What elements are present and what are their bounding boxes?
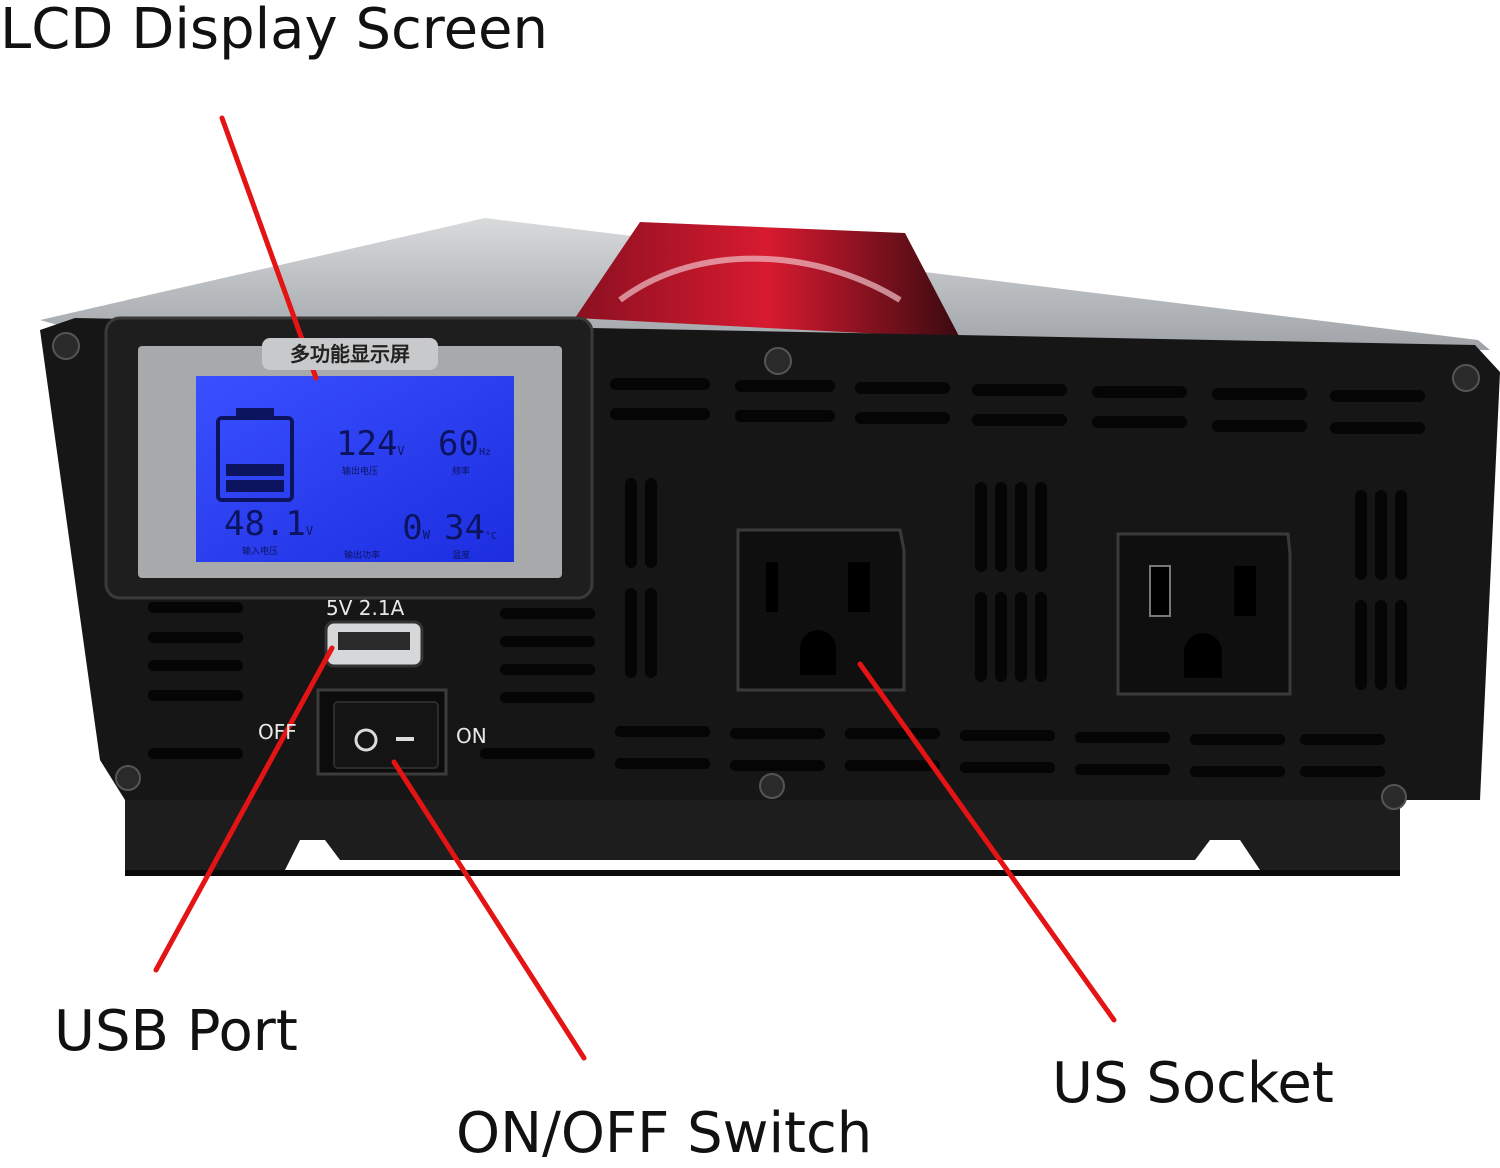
battery-icon (216, 408, 294, 502)
vent-slots (148, 378, 1425, 777)
lcd-output-voltage-caption: 输出电压 (342, 467, 379, 477)
lcd-temperature: 34 (444, 508, 485, 548)
us-socket-left[interactable] (736, 528, 906, 692)
switch-off-label: OFF (258, 720, 297, 744)
mounting-bracket (125, 800, 1400, 870)
lcd-power-unit: W (422, 528, 430, 542)
switch-on-label: ON (456, 724, 487, 748)
callout-us-socket: US Socket (1052, 1051, 1334, 1116)
lcd-power: 0 (402, 508, 423, 548)
callout-lines (153, 115, 1117, 1061)
lcd-temperature-caption: 温度 (452, 551, 471, 561)
on-bar-icon (396, 737, 414, 741)
lcd-frequency: 60 (438, 424, 479, 464)
screw-icon (52, 332, 1480, 810)
lcd-power-caption: 输出功率 (344, 551, 381, 561)
lcd-header-label: 多功能显示屏 (262, 338, 438, 370)
lcd-output-voltage-unit: V (397, 444, 405, 458)
callout-on-off-switch: ON/OFF Switch (456, 1101, 873, 1166)
lcd-temperature-unit: °C (484, 531, 497, 542)
usb-rating-label: 5V 2.1A (326, 596, 405, 620)
us-socket-right[interactable] (1116, 532, 1292, 696)
callout-usb-port: USB Port (54, 999, 298, 1064)
lcd-input-voltage: 48.1 (224, 504, 306, 544)
callout-lcd-display: LCD Display Screen (0, 0, 548, 62)
lcd-frequency-unit: Hz (478, 447, 491, 458)
lcd-input-voltage-caption: 输入电压 (242, 547, 279, 557)
top-label (575, 222, 960, 338)
off-circle-icon (354, 728, 378, 752)
lcd-output-voltage: 124 (336, 424, 398, 464)
lcd-frequency-caption: 频率 (452, 467, 471, 477)
lcd-input-voltage-unit: V (305, 524, 314, 538)
